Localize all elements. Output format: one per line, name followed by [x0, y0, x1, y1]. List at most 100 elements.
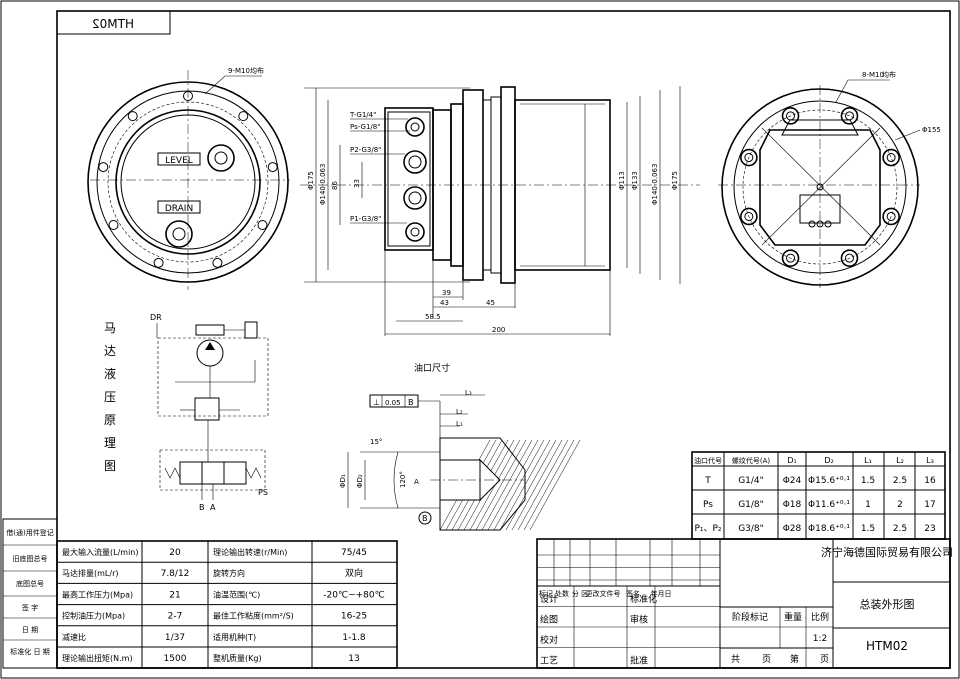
- port-table-cell: G1/4": [738, 476, 764, 486]
- tol-symbol: ⊥: [373, 398, 380, 407]
- port-table-cell: Φ24: [783, 476, 802, 486]
- port-table-cell: G3/8": [738, 524, 764, 534]
- schematic-title-char: 马: [104, 321, 116, 335]
- port-table-cell: P₁、P₂: [694, 524, 721, 534]
- dim-140-left: Φ140-0.063: [319, 164, 327, 205]
- side-label: 日 期: [22, 626, 38, 634]
- port-table-cell: Φ28: [783, 524, 802, 534]
- role-label: 绘图: [540, 614, 558, 626]
- revision-header: 签名: [626, 589, 640, 598]
- dim-113: Φ113: [618, 171, 626, 190]
- port-table-header: L₁: [864, 456, 872, 465]
- hatch-line: [481, 439, 533, 531]
- bolt-hole: [212, 257, 223, 268]
- a-port-label: A: [210, 503, 216, 512]
- hatch-line: [487, 439, 539, 531]
- spec-param-value: -20℃~+80℃: [323, 590, 384, 600]
- l2-label: L₂: [456, 408, 463, 416]
- role-label: 设计: [540, 593, 558, 605]
- bolt-boss: [882, 148, 900, 167]
- right-front-view: 8-M10 均布 Φ155: [718, 70, 941, 288]
- bolt-boss: [882, 207, 900, 226]
- dim-45: 45: [486, 299, 495, 307]
- port-table-header: D₁: [787, 456, 796, 465]
- role-label: 审核: [630, 614, 648, 626]
- sheet-label: 第: [790, 653, 799, 665]
- bolt-hole: [886, 211, 896, 221]
- spec-param-value: 1/37: [165, 633, 185, 643]
- port-table-cell: 23: [924, 524, 935, 534]
- role-label: 工艺: [540, 656, 558, 667]
- spec-param-label: 减速比: [62, 632, 86, 642]
- bolt-hole: [744, 211, 754, 221]
- right-bolts-suffix: 均布: [882, 70, 896, 79]
- mirrored-code-box: HTM02: [56, 10, 171, 35]
- revision-header: 处数: [555, 589, 569, 598]
- side-label: 借(通)用件登记: [6, 528, 53, 537]
- left-front-view: LEVEL DRAIN 9-M10 均布: [87, 66, 290, 290]
- level-label: LEVEL: [165, 156, 193, 166]
- spec-param-value: 1-1.8: [342, 633, 366, 643]
- page-label: 页: [762, 654, 771, 665]
- spec-param-label: 适用机种(T): [213, 632, 256, 642]
- port-table-cell: 16: [924, 476, 936, 486]
- tolerance-box: ⊥ 0.05 B: [369, 394, 419, 408]
- dim-58-5: 58.5: [425, 313, 441, 321]
- drawing-code: HTM02: [866, 639, 908, 653]
- port-table-cell: Φ15.6⁺⁰·¹: [808, 476, 850, 486]
- schematic-title-char: 图: [104, 459, 116, 473]
- revision-header: 标记: [539, 589, 553, 598]
- port-t-label: T-G1/4": [349, 111, 376, 119]
- side-label: 签 字: [22, 603, 38, 612]
- left-bolts-label: 9-M10: [228, 67, 250, 75]
- bolt-hole: [786, 253, 796, 263]
- stage-label: 阶段标记: [732, 611, 768, 623]
- schematic-title-char: 原: [104, 413, 116, 427]
- b-port-label: B: [199, 503, 205, 512]
- total-label: 共: [731, 654, 740, 665]
- bolt-hole: [744, 153, 754, 163]
- port-table-cell: Φ18.6⁺⁰·¹: [808, 524, 850, 534]
- bolt-boss: [740, 148, 758, 167]
- role-label: 校对: [540, 634, 558, 646]
- bolt-hole: [886, 153, 896, 163]
- ps-label: PS: [258, 488, 268, 497]
- bolt-hole: [153, 257, 164, 268]
- spec-param-value: 16-25: [341, 612, 367, 622]
- dim-33: 33: [353, 179, 361, 188]
- spec-param-value: 双向: [345, 567, 363, 579]
- d2-label: ΦD₂: [356, 474, 364, 488]
- drain-label: DRAIN: [165, 204, 193, 214]
- port-table-cell: 17: [924, 500, 935, 510]
- port-table-cell: 2: [897, 500, 903, 510]
- bolt-boss: [781, 107, 800, 125]
- bolt-hole: [127, 111, 138, 122]
- side-label: 标准化 日 期: [10, 647, 49, 656]
- side-label: 底图总号: [16, 579, 44, 588]
- bolt-hole: [844, 111, 854, 121]
- spec-param-value: 7.8/12: [161, 569, 190, 579]
- hatch-line: [475, 439, 527, 531]
- port-table-cell: G1/8": [738, 500, 764, 510]
- port-detail: 油口尺寸 ⊥ 0.05 B ΦD₁ ΦD₂ 120° A 15° L₃ L₂: [339, 362, 581, 531]
- bolt-hole: [183, 91, 193, 101]
- bolt-hole: [238, 111, 249, 122]
- company-name-line1: 济宁海德国际贸易有限公司: [821, 545, 953, 559]
- bolt-hole: [267, 162, 278, 173]
- role-label: 批准: [630, 655, 648, 667]
- d1-label: ΦD₁: [339, 474, 347, 488]
- dim-175-left: Φ175: [307, 171, 315, 190]
- hatch-line: [493, 439, 545, 531]
- spec-param-label: 最佳工作粘度(mm²/S): [213, 611, 294, 621]
- weight-label: 重量: [784, 611, 802, 623]
- right-dia-label: Φ155: [922, 126, 941, 134]
- port-table-header: 螺纹代号(A): [732, 456, 771, 465]
- port-table-cell: Ps: [703, 500, 713, 510]
- side-view: T-G1/4" Ps-G1/8" P2-G3/8" P1-G3/8" Φ175 …: [300, 86, 700, 336]
- scale-value: 1:2: [813, 634, 827, 644]
- title-block: 标记处数分 区更改文件号签名年月日设计绘图校对工艺标准化审核批准 济宁海德国际贸…: [536, 538, 953, 669]
- bolt-hole: [844, 253, 854, 263]
